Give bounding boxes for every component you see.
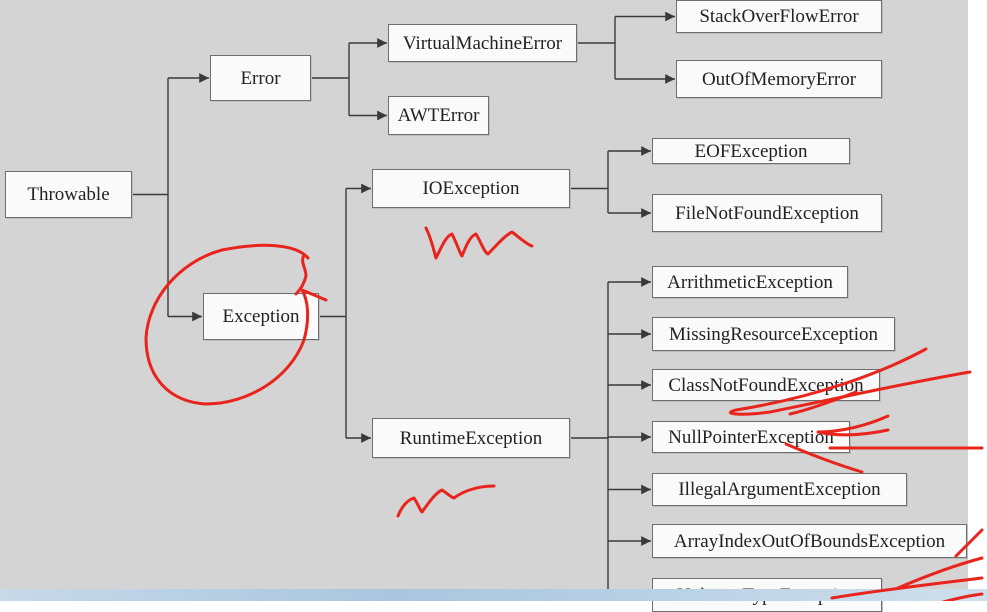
connector-stem [132, 78, 169, 317]
array-index-out-of-bounds-exception-node: ArrayIndexOutOfBoundsException [652, 524, 967, 558]
connector-stem [311, 43, 350, 116]
runtime-exception-label: RuntimeException [399, 427, 543, 449]
throwable-label: Throwable [27, 184, 110, 205]
connector-stem [570, 151, 609, 213]
error-node: Error [210, 55, 311, 101]
throwable-node: Throwable [5, 171, 132, 218]
missing-resource-exception-node: MissingResourceException [652, 317, 895, 351]
right-margin [968, 0, 987, 601]
out-of-memory-error-node: OutOfMemoryError [676, 60, 882, 98]
arithmetic-exception-node: ArrithmeticException [652, 266, 848, 298]
null-pointer-exception-label: NullPointerException [668, 426, 834, 448]
connector-stem [319, 188, 347, 438]
connector-stem [577, 16, 616, 79]
out-of-memory-error-label: OutOfMemoryError [701, 68, 857, 90]
virtual-machine-error-node: VirtualMachineError [388, 24, 577, 62]
virtual-machine-error-label: VirtualMachineError [402, 32, 563, 54]
arithmetic-exception-label: ArrithmeticException [667, 271, 833, 293]
file-not-found-exception-label: FileNotFoundException [675, 202, 859, 224]
eof-exception-label: EOFException [694, 140, 808, 162]
io-exception-label: IOException [422, 178, 520, 199]
class-not-found-exception-node: ClassNotFoundException [652, 369, 880, 401]
class-not-found-exception-label: ClassNotFoundException [668, 374, 864, 396]
illegal-argument-exception-label: IllegalArgumentException [678, 479, 881, 500]
exception-label: Exception [222, 306, 300, 327]
array-index-out-of-bounds-exception-label: ArrayIndexOutOfBoundsException [673, 530, 946, 552]
eof-exception-node: EOFException [652, 138, 850, 164]
error-label: Error [240, 67, 281, 89]
window-bottom-bar [0, 589, 987, 601]
file-not-found-exception-node: FileNotFoundException [652, 194, 882, 232]
exception-node: Exception [203, 293, 319, 340]
stack-overflow-error-label: StackOverFlowError [699, 6, 859, 27]
runtime-exception-node: RuntimeException [372, 418, 570, 458]
stack-overflow-error-node: StackOverFlowError [676, 0, 882, 33]
awt-error-node: AWTError [388, 96, 489, 135]
missing-resource-exception-label: MissingResourceException [669, 323, 878, 345]
connector-stem [570, 282, 609, 595]
null-pointer-exception-node: NullPointerException [652, 421, 850, 453]
awt-error-label: AWTError [397, 105, 480, 126]
io-exception-node: IOException [372, 169, 570, 208]
illegal-argument-exception-node: IllegalArgumentException [652, 473, 907, 506]
